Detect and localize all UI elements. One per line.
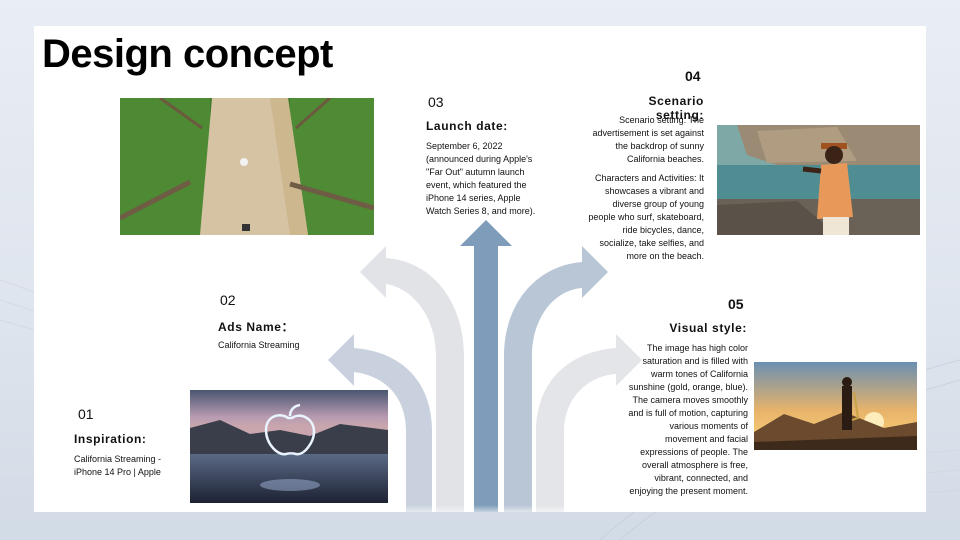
aerial-palm-path-image (120, 98, 374, 235)
item-02-number: 02 (220, 292, 236, 308)
apple-logo-lake-image (190, 390, 388, 503)
arrow-upper-right (504, 246, 608, 512)
item-03-text: September 6, 2022 (announced during Appl… (426, 141, 536, 216)
item-01-heading: Inspiration: (74, 432, 147, 446)
beach-dancer-image (717, 125, 920, 235)
item-01-number: 01 (78, 406, 94, 422)
item-04-number: 04 (685, 68, 701, 84)
item-04-paragraph-1: Scenario setting: The advertisement is s… (592, 115, 704, 164)
item-02-text: California Streaming (218, 340, 300, 350)
arrow-upper-left (360, 246, 464, 512)
item-04-paragraph-2: Characters and Activities: It showcases … (588, 173, 704, 261)
item-04-heading: Scenario setting: (648, 94, 704, 122)
slide-canvas: Design concept (34, 26, 926, 512)
arrow-center (460, 220, 512, 512)
item-05-number: 05 (728, 296, 744, 312)
slide-title: Design concept (42, 32, 333, 76)
item-03-number: 03 (428, 94, 444, 110)
item-05-heading: Visual style: (669, 321, 747, 335)
item-05-text: The image has high color saturation and … (628, 343, 748, 496)
item-04-text: Scenario setting: The advertisement is s… (586, 114, 704, 269)
item-01-text: California Streaming - iPhone 14 Pro | A… (74, 454, 162, 477)
item-03-heading: Launch date: (426, 119, 508, 133)
saxophone-sunset-image (754, 362, 917, 450)
curved-arrows-graphic (324, 220, 654, 512)
item-02-heading: Ads Name： (218, 320, 295, 334)
